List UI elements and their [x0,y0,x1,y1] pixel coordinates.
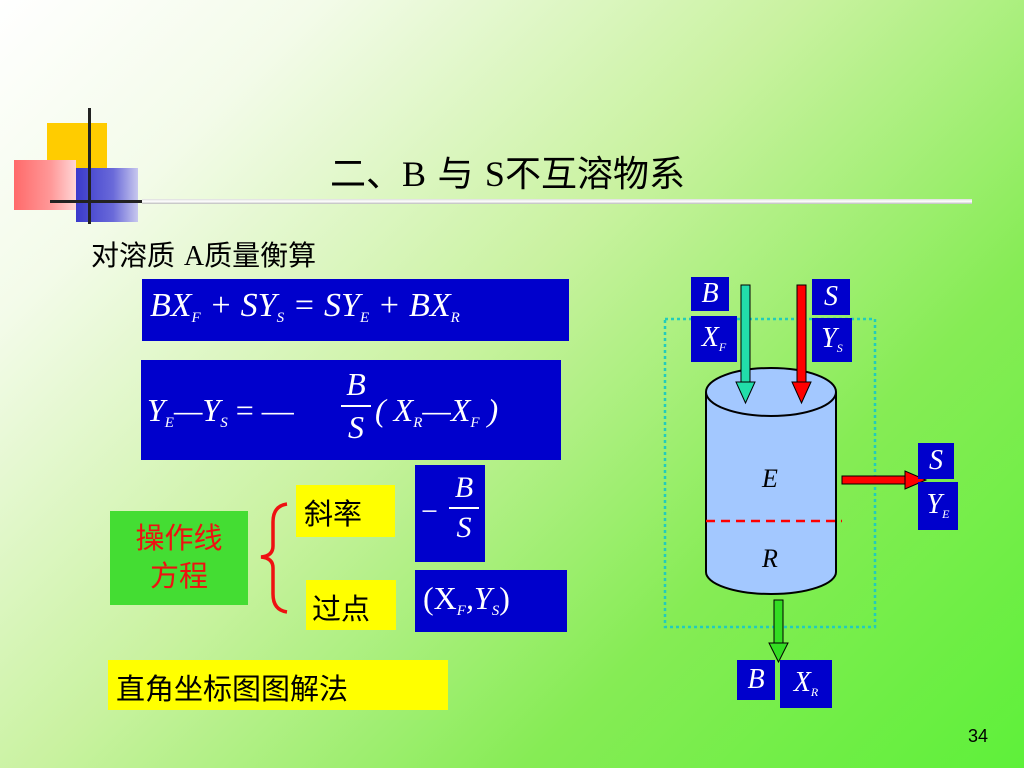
title-rule [142,199,972,204]
subtitle-part: 对溶质 [91,239,184,272]
tag-main: X [701,322,719,353]
title-part: S [484,154,505,194]
eq-subscript: S [220,415,228,431]
extract-arrow-head [904,470,928,490]
slide-subtitle: 对溶质 A质量衡算 [91,234,316,274]
fraction-denominator: S [456,511,472,544]
eq-subscript: E [164,415,174,431]
page-number: 34 [968,726,989,746]
eq-subscript: S [491,603,500,619]
eq2-fraction: B S [341,366,371,446]
system-boundary [663,317,877,629]
title-part: 不互溶物系 [504,154,685,195]
mass-balance-equation: BXF + SYS = SYE + BXR [142,279,569,341]
slope-fraction: B S [449,471,479,545]
fraction-denominator: S [348,409,364,445]
eq-term: ) [499,580,510,616]
eq-term: —Y [173,392,221,428]
feed-arrow-shaft [740,284,751,384]
upper-phase-label: E [761,464,778,493]
raffinate-arrow-shaft [773,599,784,645]
feed-tag: B [691,277,729,311]
solvent-composition-tag: YS [812,318,852,362]
tag-main: X [793,667,811,698]
eq-term: —X [422,392,471,428]
extract-composition-tag: YE [918,482,958,530]
eq2-left: YE—YS = — [147,392,294,432]
title-part: B [402,154,427,194]
lower-phase-label: R [761,544,778,573]
eq-subscript: F [470,415,480,431]
title-part: 二、 [330,154,403,195]
solvent-tag: S [812,279,850,315]
raffinate-tag: B [737,660,775,700]
eq-subscript: F [456,603,466,619]
raffinate-arrow-head [768,642,789,664]
eq-term: = — [227,392,294,428]
slope-label: 斜率 [296,485,395,537]
solvent-arrow-head [791,381,812,405]
eq-subscript: S [276,310,285,326]
tag-subscript: F [718,340,727,354]
operating-line-label-line: 方程 [149,559,208,593]
graphical-method-label: 直角坐标图图解法 [108,660,448,710]
eq-term: Y [147,392,165,428]
slope-sign: − [421,495,438,528]
operating-line-label: 操作线 方程 [110,511,248,605]
eq-term: + BX [369,287,451,324]
fraction-numerator: B [346,366,366,402]
logo-horizontal-line [50,200,142,203]
eq-subscript: R [450,310,460,326]
curly-brace [260,502,288,614]
eq2-right: ( XR—XF ) [375,392,498,432]
feed-arrow-head [735,381,756,405]
operating-line-equation: YE—YS = — B S ( XR—XF ) [141,360,561,460]
eq-term: ,Y [465,580,492,616]
feed-composition-tag: XF [691,316,737,362]
eq-term: ) [479,392,499,428]
tag-main: Y [926,489,943,520]
slope-value: − B S [415,465,485,562]
extract-tag: S [918,443,954,479]
fraction-bar [449,507,479,509]
title-part: 与 [426,154,485,195]
eq-term: (X [423,580,457,616]
eq-subscript: E [359,310,370,326]
tag-subscript: E [942,507,950,521]
point-value: (XF,YS) [415,570,567,632]
solvent-arrow-shaft [796,284,807,384]
fraction-bar [341,405,371,407]
point-label: 过点 [306,580,396,630]
tank-body [705,392,837,595]
logo-blue-square [76,168,138,222]
subtitle-part: 质量衡算 [204,239,317,272]
eq-term: ( X [375,392,414,428]
eq-subscript: R [413,415,423,431]
raffinate-composition-tag: XR [780,660,832,708]
curly-brace-path [260,502,288,614]
slide-title: 二、B 与 S不互溶物系 [330,145,685,197]
extract-arrow-shaft [841,475,907,485]
operating-line-label-line: 操作线 [135,521,223,555]
eq-term: + SY [200,287,277,324]
tag-main: Y [821,323,837,354]
tag-subscript: R [810,685,819,699]
eq-term: BX [150,287,192,324]
tank-top [705,367,837,417]
eq-term: = SY [284,287,360,324]
logo-vertical-line [88,108,91,224]
extractor-diagram: E R [663,284,928,664]
fraction-numerator: B [454,471,474,504]
eq-subscript: F [191,310,201,326]
subtitle-part: A [183,241,205,272]
tag-subscript: S [836,341,843,355]
